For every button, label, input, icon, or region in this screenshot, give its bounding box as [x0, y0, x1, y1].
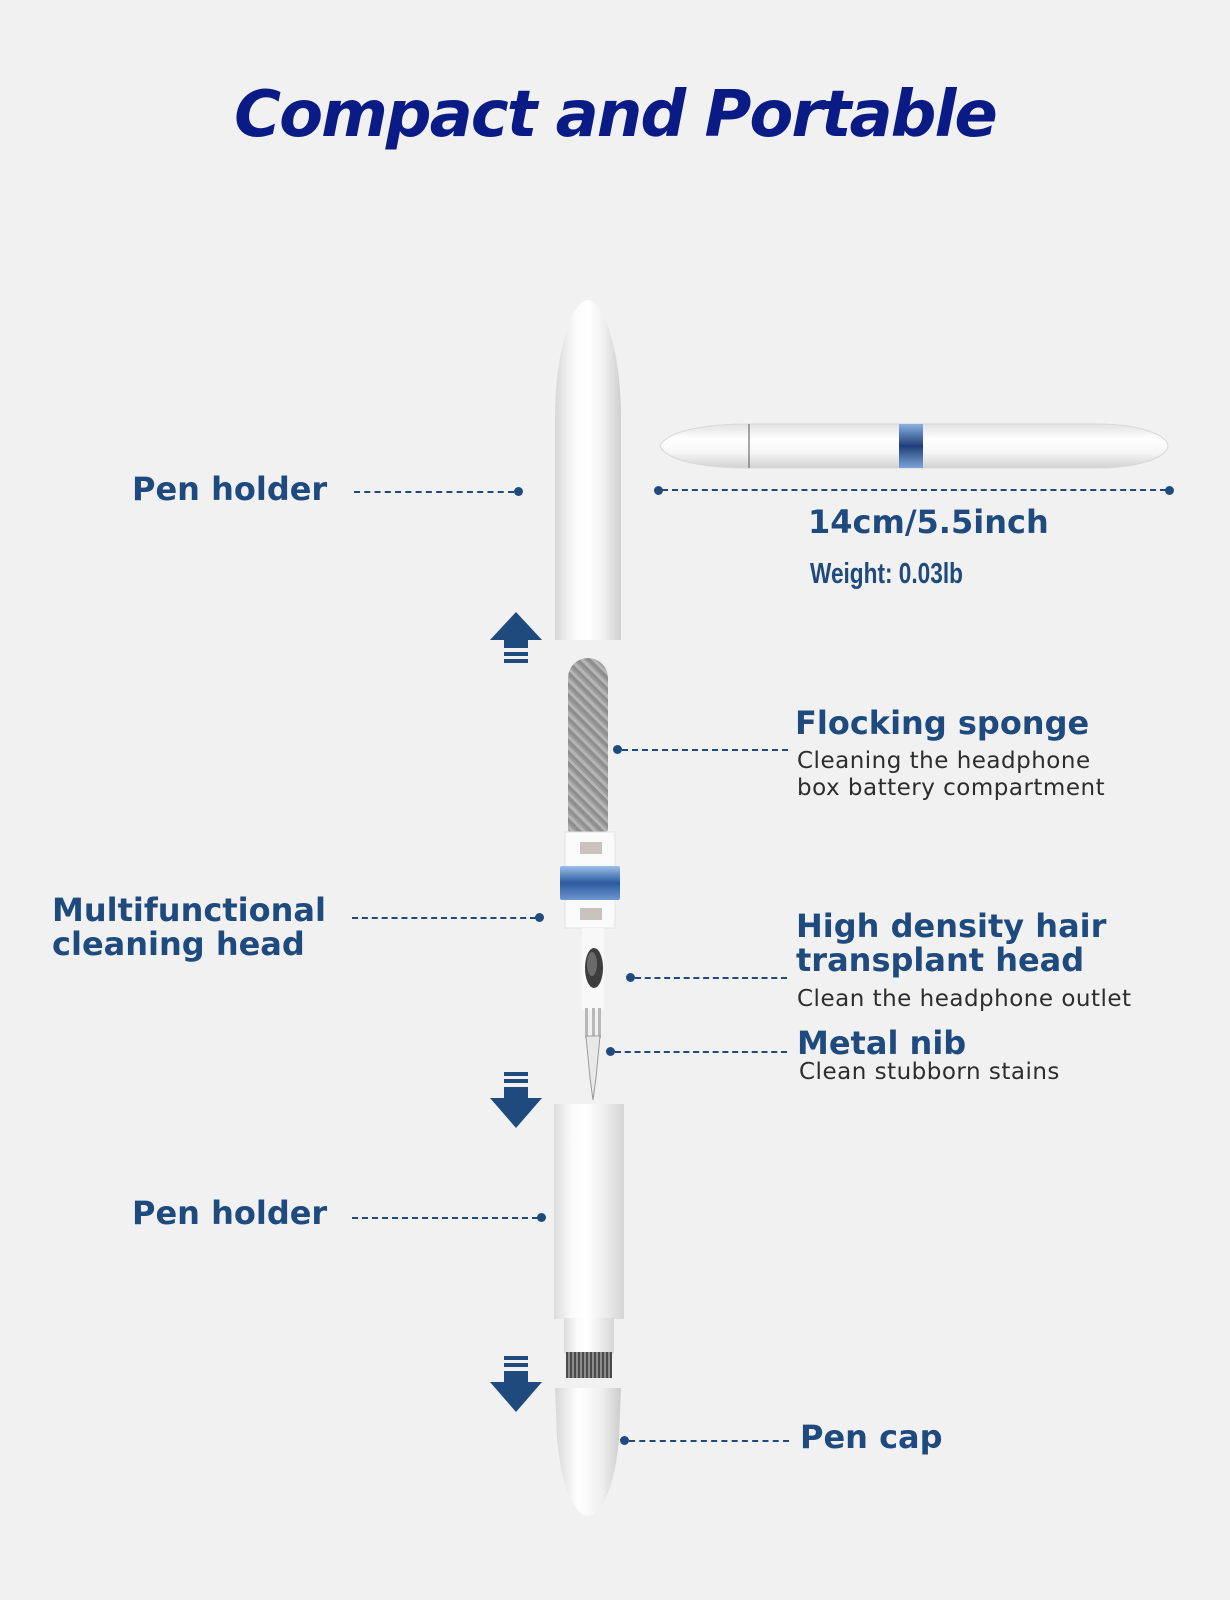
arrow-down-icon-2	[490, 1356, 542, 1412]
flocking-sponge-desc-2: box battery compartment	[797, 775, 1106, 801]
flat-brush-image	[566, 1352, 612, 1378]
multifunctional-head-label-1: Multifunctional	[52, 891, 326, 929]
flocking-sponge-label: Flocking sponge	[795, 704, 1090, 742]
flocking-sponge-dot	[613, 745, 622, 754]
pen-holder-top-label: Pen holder	[132, 470, 328, 508]
hair-transplant-head-label-1: High density hair	[796, 907, 1107, 945]
dimension-endpoint-left	[654, 486, 663, 495]
pen-holder-top-image	[553, 298, 623, 640]
dimension-line	[662, 489, 1166, 491]
metal-nib-leader	[615, 1051, 787, 1053]
hair-transplant-head-image	[578, 928, 608, 1010]
pen-cap-image	[553, 1388, 623, 1518]
weight-text: Weight: 0.03lb	[810, 558, 963, 590]
pen-cap-leader	[629, 1440, 789, 1442]
hair-transplant-head-dot	[626, 973, 635, 982]
metal-nib-dot	[606, 1047, 615, 1056]
hair-transplant-head-leader	[635, 977, 787, 979]
length-text: 14cm/5.5inch	[808, 503, 1049, 541]
hair-transplant-head-desc: Clean the headphone outlet	[797, 986, 1132, 1012]
page-title: Compact and Portable	[234, 78, 998, 152]
arrow-down-icon	[490, 1072, 542, 1128]
pen-holder-neck	[564, 1318, 614, 1354]
pen-holder-bottom-image	[554, 1104, 624, 1319]
pen-holder-bottom-leader	[352, 1217, 538, 1219]
flocking-sponge-leader	[622, 749, 788, 751]
arrow-up-icon	[490, 612, 542, 668]
metal-nib-desc: Clean stubborn stains	[799, 1059, 1060, 1085]
flocking-sponge-desc-1: Cleaning the headphone	[797, 748, 1091, 774]
pen-holder-bottom-label: Pen holder	[132, 1194, 328, 1232]
pen-holder-bottom-dot	[537, 1213, 546, 1222]
multifunctional-head-image	[560, 830, 620, 930]
multifunctional-head-label-2: cleaning head	[52, 925, 305, 963]
multifunctional-head-leader	[352, 917, 536, 919]
hair-transplant-head-label-2: transplant head	[796, 941, 1085, 979]
pen-holder-top-dot	[514, 487, 523, 496]
metal-nib-label: Metal nib	[797, 1024, 967, 1062]
metal-nib-image	[578, 1008, 608, 1101]
assembled-pen-image	[658, 420, 1170, 472]
dimension-endpoint-right	[1165, 486, 1174, 495]
multifunctional-head-dot	[535, 913, 544, 922]
flocking-sponge-image	[568, 658, 608, 833]
pen-cap-label: Pen cap	[800, 1418, 943, 1456]
pen-holder-top-leader	[354, 491, 514, 493]
pen-cap-dot	[620, 1436, 629, 1445]
